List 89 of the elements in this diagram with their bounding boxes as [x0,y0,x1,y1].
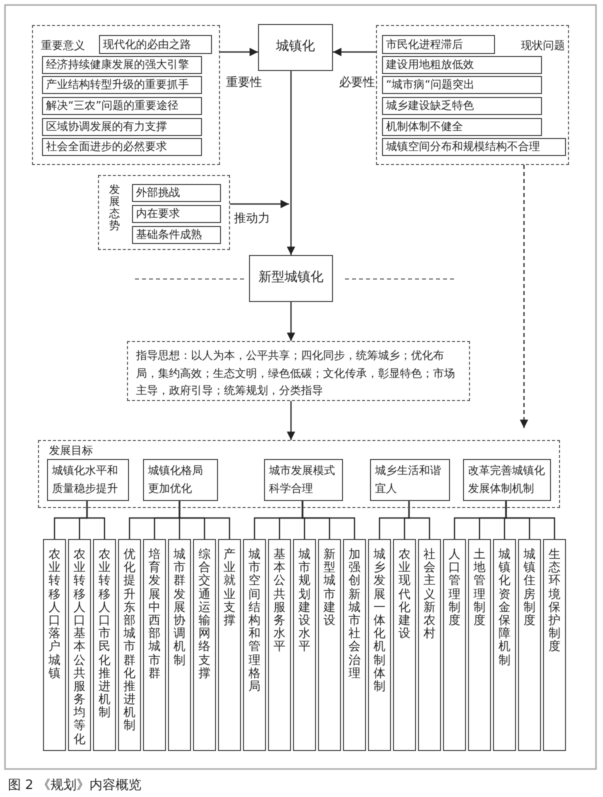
vertical-box [193,539,216,751]
vertical-box [143,539,166,751]
process-box: 城镇化 [258,24,333,71]
process-box: 现代化的必由之路 [99,35,212,54]
vertical-box [293,539,316,751]
vertical-box [118,539,141,751]
process-box: 建设用地粗放低效 [382,56,542,74]
edge-label: 重要性 [225,74,263,91]
vertical-box [543,539,566,751]
box-text: 城市空间结构和管理格局 [248,548,260,695]
process-box: 产业结构转型升级的重要抓手 [42,76,202,94]
vertical-box [368,539,391,751]
dashed-group [32,25,220,165]
box-text: 人口管理制度 [448,548,460,629]
process-box: 社会全面进步的必然要求 [42,138,202,156]
figure-caption: 图 2 《规划》内容概览 [8,777,142,794]
process-box: 城镇空间分布和规模结构不合理 [382,138,566,156]
arrow [520,165,528,428]
vertical-box [43,539,66,751]
group-heading: 发展态势 [109,184,120,232]
box-text: 新型城市建设 [324,548,336,629]
process-box: 改革完善城镇化发展体制机制 [463,459,551,501]
box-text: 城市规划建设水平 [298,548,310,656]
box-text: 农业现代化建设 [398,548,410,642]
process-box: 经济持续健康发展的强大引擎 [42,56,202,74]
vertical-box [68,539,91,751]
vertical-box [468,539,491,751]
vertical-box [218,539,241,751]
process-box: 区域协调发展的有力支撑 [42,118,202,136]
vertical-box [243,539,266,751]
process-box: 城镇化水平和质量稳步提升 [47,459,129,501]
box-text: 培育发展中西部城市群 [148,548,160,682]
box-text: 土地管理制度 [474,548,486,629]
process-box: 机制体制不健全 [382,118,542,136]
box-text: 加强创新城市社会治理 [348,548,360,682]
vertical-box [268,539,291,751]
process-box: 内在要求 [132,205,221,223]
group-heading: 发展目标 [49,444,93,458]
connector-line [178,500,230,539]
vertical-box [393,539,416,751]
vertical-box [343,539,366,751]
vertical-box [93,539,116,751]
process-box: 城市发展模式科学合理 [264,459,343,501]
edge-label: 推动力 [233,210,271,227]
box-text: 农业转移人口基本公共服务均等化 [74,548,86,748]
process-box: 新型城镇化 [249,255,333,302]
vertical-box [443,539,466,751]
connector-line [302,500,356,539]
process-box: 市民化进程滞后 [382,35,495,54]
arrow [230,200,289,208]
box-text: 农业转移人口市民化推进机制 [98,548,110,722]
box-text: 基本公共服务水平 [274,548,286,656]
guideline-box: 指导思想：以人为本，公平共享；四化同步，统筹城乡；优化布局，集约高效；生态文明，绿色低碳；文化传承，彰显特色；市场主导，政府引导；统筹规划，分类指导 [127,341,470,401]
dashed-group [376,25,569,165]
connector-line [505,500,556,539]
vertical-box [518,539,541,751]
vertical-box [418,539,441,751]
process-box: 基础条件成熟 [132,226,221,244]
process-box: “城市病“问题突出 [382,76,542,94]
arrow [333,48,376,56]
group-heading: 现状问题 [521,39,565,53]
box-text: 城市群发展协调机制 [174,548,186,668]
vertical-box [318,539,341,751]
vertical-box [493,539,516,751]
connector-line [408,500,430,539]
process-box: 外部挑战 [132,184,221,202]
process-box: 城镇化格局更加优化 [143,459,218,501]
connector-line [86,500,106,539]
process-box: 解决“三农”问题的重要途径 [42,97,202,115]
process-box: 城乡建设缺乏特色 [382,97,542,115]
box-text: 优化提升东部城市群化推进机制 [124,548,136,734]
box-text: 城镇化资金保障机制 [498,548,510,668]
box-text: 产业就业支撑 [224,548,236,629]
arrow [286,71,296,255]
dashed-group [38,440,560,508]
box-text: 综合交通运输网络支撑 [198,548,210,682]
arrow [286,401,296,440]
box-text: 农业转移人口落户城镇 [48,548,60,682]
arrow [220,48,258,56]
box-text: 城镇住房制度 [524,548,536,629]
process-box: 城乡生活和谐宜人 [370,459,450,501]
group-heading: 重要意义 [41,39,85,53]
box-text: 城乡发展一体化机制体制 [374,548,386,695]
box-text: 社会主义新农村 [424,548,436,642]
arrow [286,302,296,341]
edge-label: 必要性 [338,74,376,91]
vertical-box [168,539,191,751]
dashed-group [98,175,230,250]
box-text: 生态环境保护制度 [548,548,560,656]
